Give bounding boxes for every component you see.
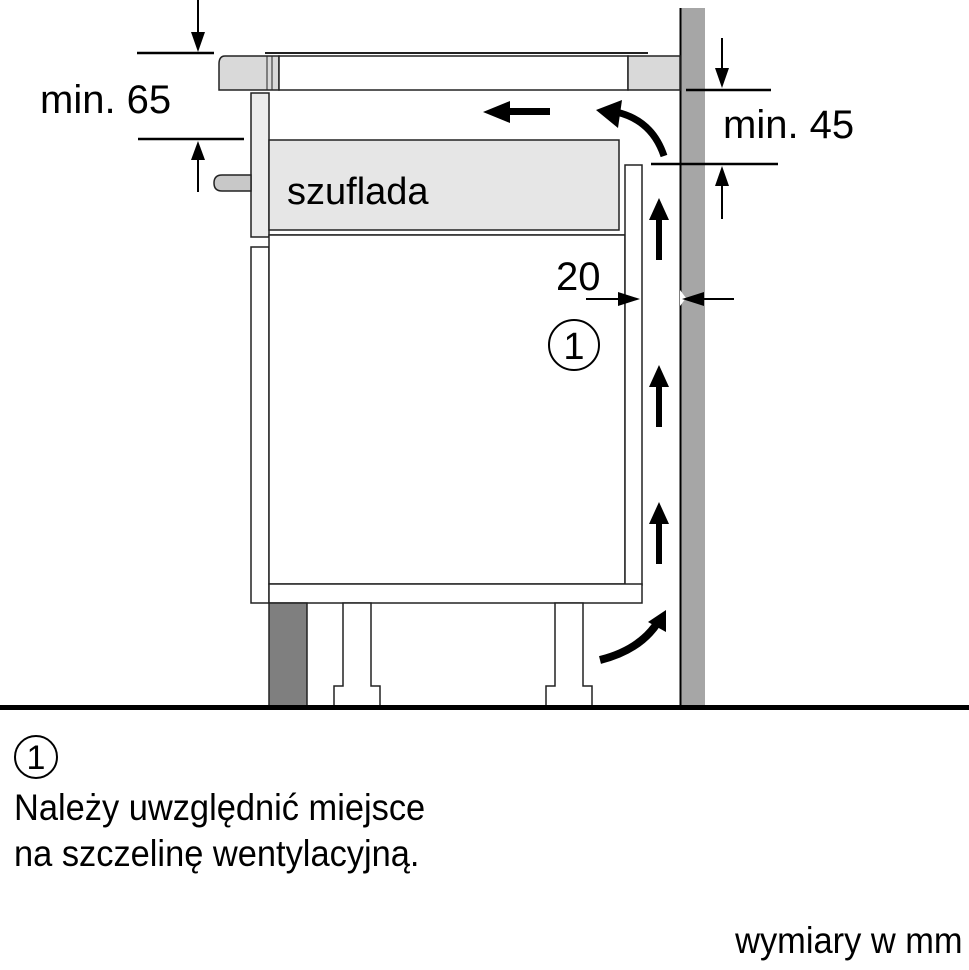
callout-marker: 1: [548, 319, 600, 371]
svg-text:1: 1: [563, 326, 584, 368]
floor-line: [0, 705, 969, 710]
drawer-front-panel: [250, 92, 270, 238]
cabinet-base: [268, 583, 643, 604]
hob: [218, 52, 681, 91]
legend-note: Należy uwzględnić miejsce na szczelinę w…: [14, 785, 425, 877]
plinth: [268, 602, 308, 707]
legend-marker-icon: 1: [14, 735, 58, 779]
airflow-arrows: [483, 100, 669, 664]
wall: [680, 8, 705, 706]
legend-line-2: na szczelinę wentylacyjną.: [14, 833, 420, 874]
min-45-label: min. 45: [723, 103, 854, 147]
drawer-handle: [213, 174, 252, 192]
cabinet-back-panel: [624, 164, 643, 586]
drawer: [268, 139, 620, 231]
min-65-label: min. 65: [40, 78, 171, 122]
legend-line-1: Należy uwzględnić miejsce: [14, 787, 426, 828]
dimension-min-45: min. 45: [651, 38, 854, 219]
cabinet-leg-left: [333, 602, 381, 707]
drawer-label: szuflada: [287, 171, 429, 213]
units-note: wymiary w mm: [735, 920, 963, 961]
cabinet-leg-right: [545, 602, 593, 707]
gap-20-label: 20: [556, 255, 601, 299]
dimension-gap-20: 20: [556, 255, 734, 306]
lower-front-panel: [250, 246, 270, 604]
dimension-min-65: min. 65: [40, 0, 244, 192]
cabinet-body: [268, 234, 626, 585]
